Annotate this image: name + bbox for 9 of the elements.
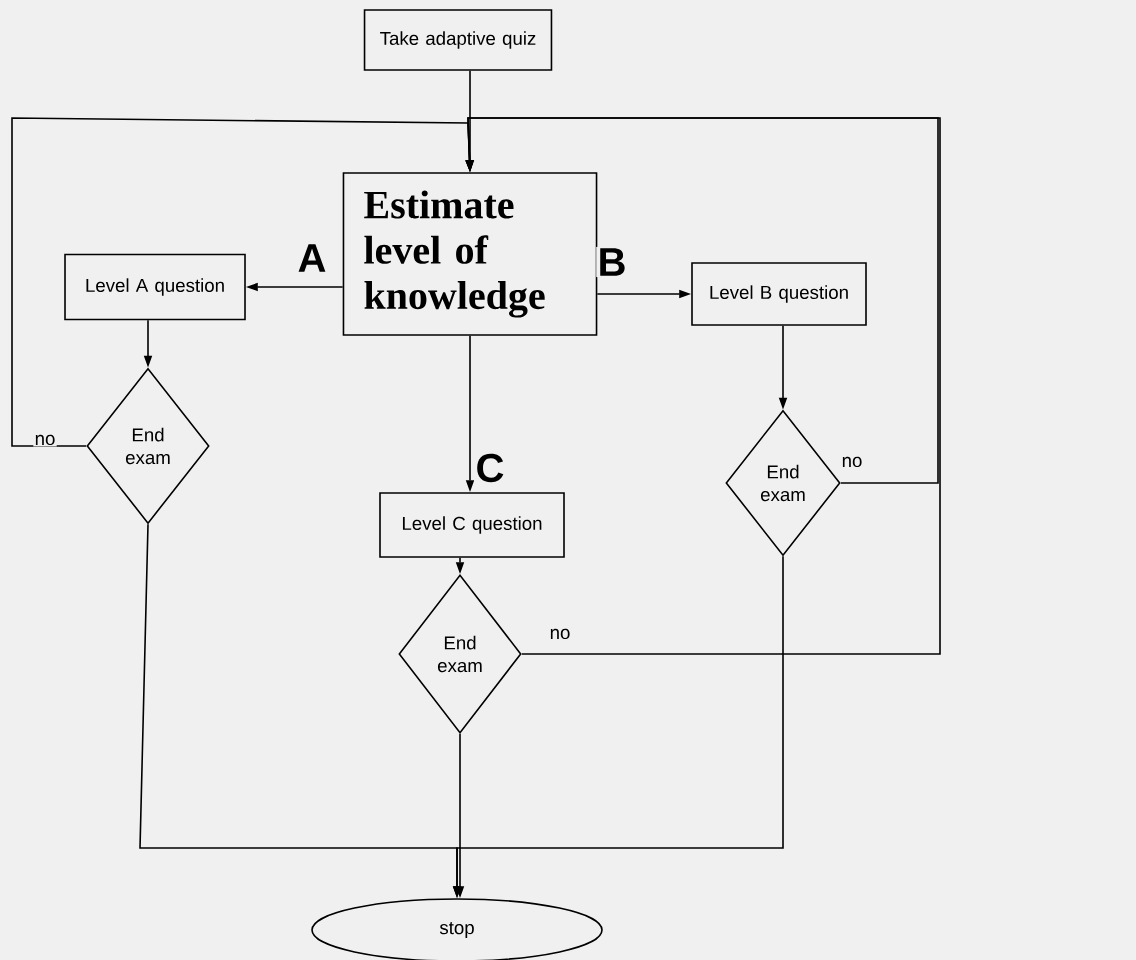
process-box: Level A question (64, 253, 246, 321)
edge-label: C (474, 452, 506, 484)
process-box: Take adaptive quiz (363, 9, 553, 71)
edge-label: B (596, 246, 628, 278)
process-box: Level C question (379, 492, 565, 558)
edge-label: A (296, 242, 328, 274)
process-box: Estimate level of knowledge (342, 172, 598, 336)
arrow (465, 117, 941, 655)
process-box: Level B question (691, 262, 867, 326)
